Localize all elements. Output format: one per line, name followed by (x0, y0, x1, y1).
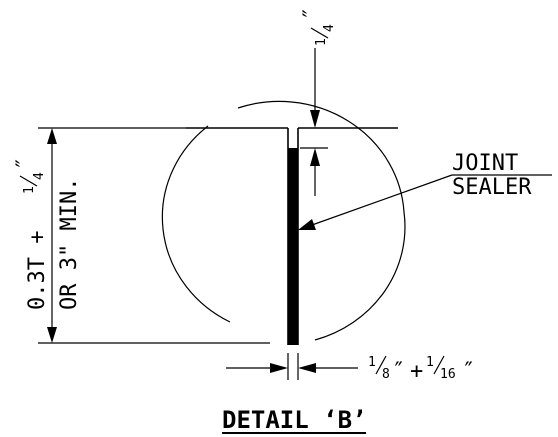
left-dimension-arrow-top (47, 128, 57, 144)
svg-text:″: ″ (462, 359, 475, 384)
svg-text:1: 1 (368, 355, 376, 370)
callout-leader (311, 174, 453, 226)
svg-text:OR 3" MIN.: OR 3" MIN. (57, 178, 82, 310)
svg-text:4: 4 (322, 24, 337, 32)
top-dimension-arrow-up (310, 148, 320, 166)
callout-arrow (298, 219, 316, 230)
svg-text:″: ″ (300, 7, 325, 20)
svg-text:DETAIL ‘B’: DETAIL ‘B’ (222, 406, 367, 434)
svg-text:1: 1 (22, 186, 37, 194)
svg-text:4: 4 (32, 172, 47, 180)
top-dimension-arrow-down (310, 110, 320, 128)
svg-text:1: 1 (314, 38, 329, 46)
bottom-arrow-right (298, 363, 316, 373)
left-dimension-label: 0.3T + 1 4 ″ OR 3" MIN. (13, 157, 82, 310)
svg-text:″: ″ (13, 157, 38, 170)
callout-text-line1: JOINT (452, 151, 518, 176)
bottom-arrow-left (270, 363, 288, 373)
detail-circle-right-arc (237, 100, 406, 341)
joint-sealer-bar (288, 148, 298, 345)
left-dimension-arrow-bottom (47, 327, 57, 343)
detail-circle-left-arc (161, 125, 231, 323)
detail-title: DETAIL ‘B’ (222, 406, 367, 434)
callout-text-line2: SEALER (452, 175, 532, 200)
bottom-dimension-label: 1 8 ″ + 1 16 ″ (368, 355, 475, 384)
svg-text:0.3T +: 0.3T + (25, 231, 50, 310)
svg-text:16: 16 (440, 367, 456, 382)
svg-text:″: ″ (392, 359, 405, 384)
top-dimension-label: 1 4 ″ (300, 7, 337, 46)
svg-text:+: + (410, 359, 423, 384)
svg-text:8: 8 (382, 367, 390, 382)
svg-text:1: 1 (426, 355, 434, 370)
